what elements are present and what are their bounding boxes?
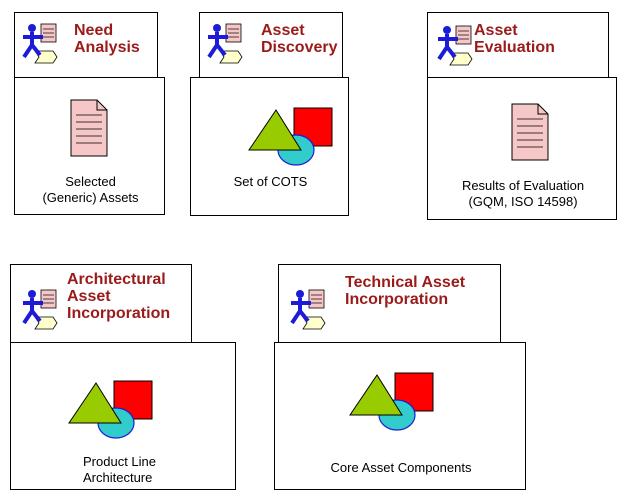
worker-actor-icon	[290, 289, 326, 330]
document-icon	[70, 99, 108, 157]
need-analysis-title: Need Analysis	[74, 22, 140, 56]
worker-actor-icon	[207, 23, 243, 64]
technical-asset-incorporation-title: Technical Asset Incorporation	[345, 274, 466, 308]
asset-discovery-header: Asset Discovery	[199, 12, 343, 78]
worker-actor-icon	[22, 23, 58, 64]
document-icon	[511, 103, 549, 161]
architectural-asset-incorporation-title: Architectural Asset Incorporation	[67, 271, 171, 322]
technical-asset-incorporation-header: Technical Asset Incorporation	[278, 264, 501, 343]
worker-actor-icon	[437, 25, 473, 66]
need-analysis-artifact-label: Selected (Generic) Assets	[42, 174, 139, 205]
need-analysis-artifact-box: Selected (Generic) Assets	[14, 77, 165, 215]
asset-discovery-artifact-box: Set of COTS	[190, 77, 349, 216]
asset-discovery-artifact-label: Set of COTS	[233, 174, 308, 189]
asset-discovery-title: Asset Discovery	[261, 22, 338, 56]
need-analysis-header: Need Analysis	[14, 12, 158, 78]
asset-evaluation-artifact-box: Results of Evaluation (GQM, ISO 14598)	[427, 77, 617, 220]
technical-asset-incorporation-artifact-box: Core Asset Components	[274, 342, 526, 490]
components-shapes-icon	[349, 372, 434, 431]
asset-evaluation-header: Asset Evaluation	[427, 12, 609, 78]
technical-asset-incorporation-artifact-label: Core Asset Components	[330, 460, 472, 475]
asset-evaluation-title: Asset Evaluation	[474, 22, 555, 56]
architectural-asset-incorporation-artifact-box: Product Line Architecture	[10, 342, 236, 490]
architectural-asset-incorporation-header: Architectural Asset Incorporation	[10, 264, 192, 343]
components-shapes-icon	[68, 380, 153, 439]
components-shapes-icon	[248, 107, 333, 166]
worker-actor-icon	[22, 289, 58, 330]
architectural-asset-incorporation-artifact-label: Product Line Architecture	[83, 454, 156, 485]
asset-evaluation-artifact-label: Results of Evaluation (GQM, ISO 14598)	[461, 178, 585, 209]
